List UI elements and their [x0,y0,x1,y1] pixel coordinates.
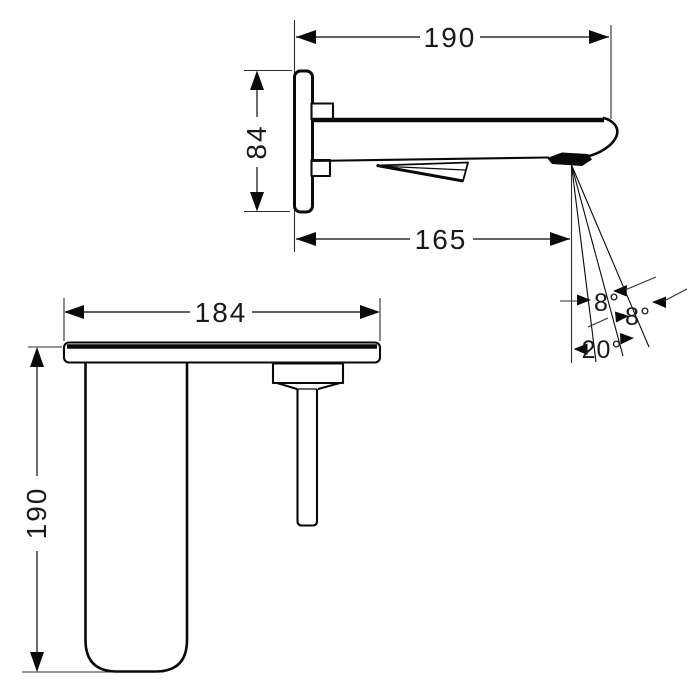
arrow-left-icon [652,296,666,308]
dimension-spout-reach: 165 [296,224,570,255]
spray-angle-group: 8° 8° 20° [560,164,688,364]
spout-nose-curve [586,116,619,158]
arrow-right-icon [577,294,591,306]
dimension-plan-width: 184 [63,297,381,341]
upper-mounting-tab [310,102,335,121]
plan-view: 184 190 [21,297,382,673]
spray-line-middle [570,164,624,357]
arrow-up-icon [250,70,264,90]
arrow-left-icon [573,343,588,355]
arrow-left-icon [296,30,316,44]
extension-lines-84 [244,69,292,213]
arrow-left-icon [296,232,316,246]
wall-plate-outline [293,69,314,214]
arrow-down-icon [30,652,44,672]
spray-line-inner [570,164,597,363]
arrow-left-icon [64,305,84,319]
spout-underside-edge [310,156,550,163]
spout-body-plan [84,362,189,673]
spray-angle-outer-label: 8° [625,303,651,331]
arrow-right-icon [360,305,380,319]
leader-outer-left [587,317,609,328]
spray-line-outer [570,164,650,348]
extension-lines-184 [63,298,381,341]
arrow-right-icon [589,30,609,44]
arrow-right-icon [620,333,634,345]
spray-angle-total-label: 20° [582,336,623,364]
dim-spout-reach-label: 165 [415,224,468,255]
arrow-right-icon [615,311,629,323]
arrow-down-icon [250,192,264,212]
leader-outer-right [663,288,688,302]
lower-mounting-tab [310,158,332,178]
aerator-outlet [547,152,592,166]
dimension-plate-height: 84 [241,69,292,213]
side-view: 190 84 [241,20,688,364]
leader-inner-right [624,276,657,291]
dimension-side-width: 190 [296,22,609,53]
joystick-lever [376,161,469,183]
arrow-left-icon [613,285,627,297]
lever-inner-edge [378,165,466,171]
spray-angle-inner-label: 8° [594,289,620,317]
handle-rod [296,389,319,527]
handle-base-plate [271,362,345,385]
arrow-right-icon [550,232,570,246]
handle-cone-edges [276,381,341,391]
handle-plan [271,362,345,527]
dim-plate-height-label: 84 [241,124,272,159]
dim-plan-depth-label: 190 [21,487,52,540]
dim-plan-width-label: 184 [195,297,248,328]
arrow-up-icon [30,347,44,367]
dim-side-width-label: 190 [424,22,477,53]
lever-bottom-edge [376,164,464,183]
